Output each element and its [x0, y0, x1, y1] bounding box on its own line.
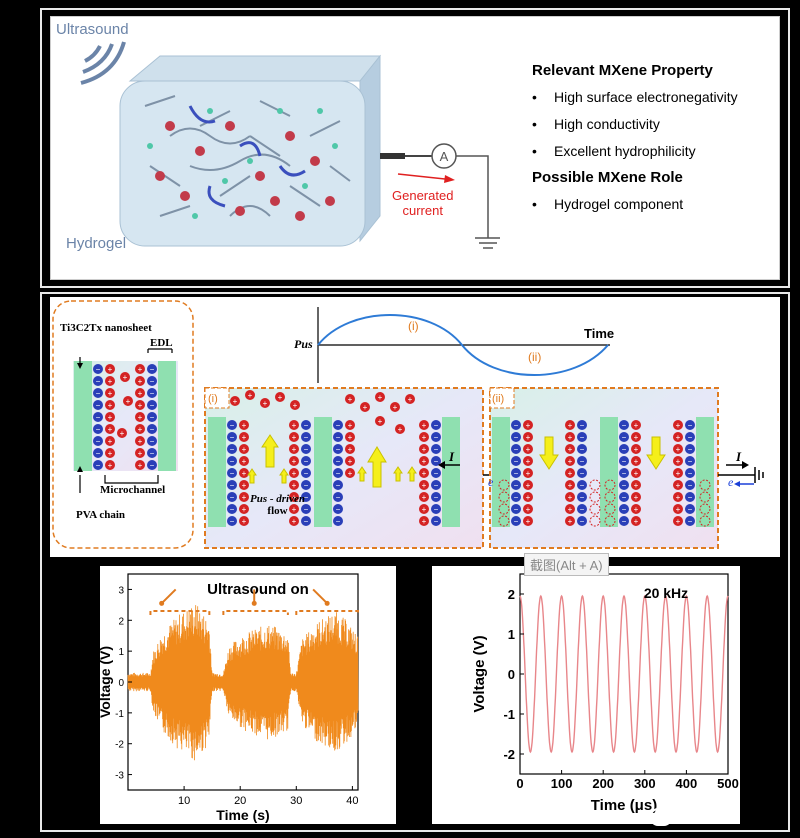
generated-current-line1: Generated: [392, 188, 454, 203]
property-item: Excellent hydrophilicity: [532, 143, 738, 159]
x-tick-label: 300: [634, 776, 656, 791]
flow-label: Pus - driven flow: [250, 493, 305, 517]
current-arrow-icon: [397, 173, 455, 183]
time-label: Time: [584, 326, 615, 341]
pva-chain-label: PVA chain: [76, 509, 126, 521]
ammeter-symbol: A: [440, 149, 449, 164]
ultrasound-label: Ultrasound: [56, 21, 129, 38]
ultrasound-on-bracket: [149, 610, 211, 616]
x-tick-label: 500: [717, 776, 739, 791]
y-tick-label: -3: [115, 771, 124, 782]
electron-symbol-i: e: [488, 475, 494, 489]
nanosheet-label: Ti3C2Tx nanosheet: [60, 322, 152, 334]
property-list: Relevant MXene Property High surface ele…: [532, 62, 738, 212]
y-tick-label: -1: [115, 709, 124, 720]
current-symbol-i: I: [449, 449, 455, 464]
inset-box: [52, 300, 194, 549]
watermark: i学术i科研: [650, 806, 739, 827]
y-tick-label: 0: [508, 667, 515, 682]
chart-annotation: 20 kHz: [644, 585, 688, 601]
phase-ii-label: (ii): [528, 350, 542, 364]
hydrogel-block: [119, 54, 382, 247]
x-tick-label: 20: [234, 795, 246, 807]
y-tick-label: -2: [503, 747, 515, 762]
state-i-tag: (i): [208, 393, 218, 405]
microchannel-label: Microchannel: [100, 484, 166, 496]
y-tick-label: -2: [115, 740, 124, 751]
property-heading: Relevant MXene Property: [532, 62, 713, 79]
ground-icon: [475, 237, 500, 249]
role-item: Hydrogel component: [532, 196, 738, 212]
flow-arrows-icon: [247, 434, 417, 488]
role-heading: Possible MXene Role: [532, 169, 683, 186]
pressure-sine-curve: [317, 314, 609, 376]
state-ii-tag: (ii): [492, 393, 505, 405]
x-tick-label: 400: [676, 776, 698, 791]
ultrasound-waves-icon: [80, 41, 126, 85]
y-tick-label: 0: [118, 678, 124, 689]
current-symbol-ii: I: [736, 449, 742, 464]
property-item: High conductivity: [532, 116, 738, 132]
bottom-panel-frame: [40, 292, 790, 832]
x-tick-label: 0: [516, 776, 523, 791]
annotation-arrow-head: [324, 600, 330, 606]
hydrogel-label: Hydrogel: [66, 235, 127, 252]
annotation-arrow: [312, 588, 328, 605]
screenshot-hint-tooltip: 截图(Alt + A): [524, 553, 609, 576]
flow-label-line1: Pus - driven: [250, 493, 305, 505]
electron-symbol-ii: e: [728, 475, 734, 489]
x-tick-label: 30: [290, 795, 302, 807]
y-tick-label: 2: [508, 587, 515, 602]
y-tick-label: 3: [118, 585, 124, 596]
flow-label-line2: flow: [267, 505, 288, 517]
edl-label: EDL: [150, 337, 173, 349]
ultrasound-on-bracket: [222, 610, 289, 616]
plot-frame: [519, 573, 729, 775]
x-tick-label: 200: [592, 776, 614, 791]
y-tick-label: -1: [503, 707, 515, 722]
circuit-ii: [718, 464, 764, 483]
y-tick-label: 2: [118, 616, 124, 627]
ultrasound-on-bracket: [295, 610, 359, 616]
annotation-arrow-head: [159, 600, 165, 606]
flow-arrows-down-icon: [539, 436, 666, 470]
voltage-trace: [519, 594, 729, 754]
annotation-arrow-head: [251, 600, 257, 606]
chart-annotation: Ultrasound on: [207, 581, 309, 598]
hydrogel-schematic: A: [80, 41, 500, 249]
x-axis-label: Time (s): [216, 807, 269, 823]
x-tick-label: 10: [178, 795, 190, 807]
watermark-text: i学术i科研: [675, 808, 739, 824]
property-item: High surface electronegativity: [532, 89, 738, 105]
x-axis-label: Time (μs): [591, 797, 657, 814]
y-tick-label: 1: [118, 647, 124, 658]
pressure-label: Pus: [294, 337, 313, 351]
phase-i-label: (i): [408, 319, 419, 333]
top-panel-frame: [40, 8, 790, 288]
voltage-trace: [127, 605, 359, 761]
y-axis-label: Voltage (V): [471, 635, 488, 712]
x-tick-label: 100: [551, 776, 573, 791]
annotation-arrow: [160, 588, 177, 605]
x-tick-label: 40: [346, 795, 358, 807]
wechat-icon: [650, 808, 672, 827]
generated-current-line2: current: [402, 203, 443, 218]
mechanism-diagram: + −: [52, 300, 764, 549]
y-tick-label: 1: [508, 627, 515, 642]
y-axis-label: Voltage (V): [100, 646, 113, 718]
generated-current-label: Generated current: [392, 188, 453, 218]
